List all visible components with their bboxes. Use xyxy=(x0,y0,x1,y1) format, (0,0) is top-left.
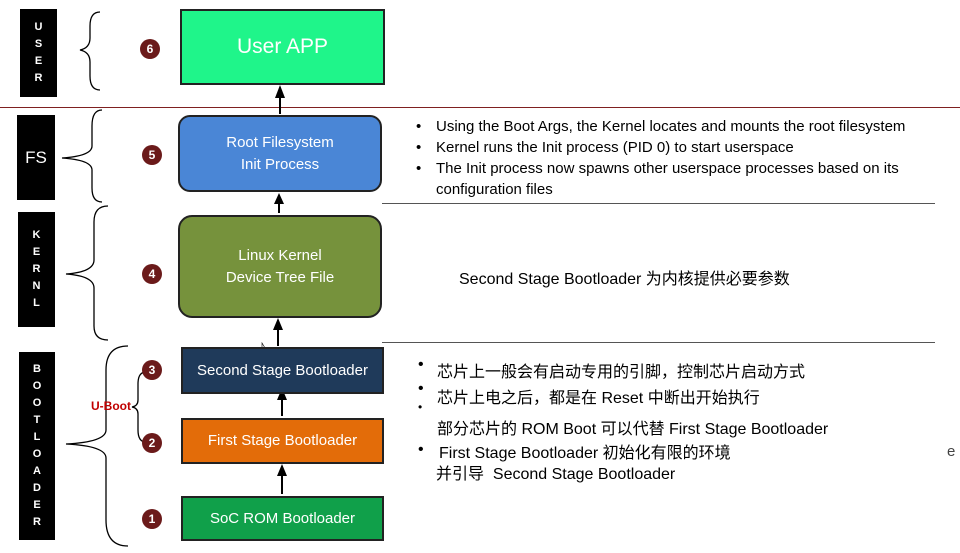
brace-kernel xyxy=(65,205,109,341)
arrowhead-kernel-rootfs xyxy=(274,193,284,204)
stage-number-badge-1: 1 xyxy=(142,509,162,529)
stage-number-badge-3: 3 xyxy=(142,360,162,380)
layer-label-user: U S E R xyxy=(20,9,57,97)
first-stage-bootloader-box: First Stage Bootloader xyxy=(181,418,384,464)
rootfs-box: Root Filesystem Init Process xyxy=(178,115,382,192)
arrowhead-first-second xyxy=(277,388,287,400)
boot-note-bullet-3: • xyxy=(418,400,423,414)
brace-bootloader xyxy=(65,345,129,547)
stage-number-badge-2: 2 xyxy=(142,433,162,453)
fs-note-2: Kernel runs the Init process (PID 0) to … xyxy=(413,137,958,158)
fs-note-1: Using the Boot Args, the Kernel locates … xyxy=(413,116,958,137)
boot-note-bullet-2: • xyxy=(418,380,424,397)
brace-fs xyxy=(61,109,103,203)
boot-note-bullet-4: • xyxy=(418,441,424,458)
uboot-label: U-Boot xyxy=(91,399,131,413)
kernel-box: Linux Kernel Device Tree File xyxy=(178,215,382,318)
boot-note-2: 芯片上电之后，都是在 Reset 中断出开始执行 xyxy=(437,390,760,407)
edge-text-fragment: e xyxy=(947,443,956,460)
fs-notes: Using the Boot Args, the Kernel locates … xyxy=(413,116,958,200)
boot-note-bullet-1: • xyxy=(418,356,424,373)
separator-kernel-boot xyxy=(382,342,935,343)
arrowhead-rom-first xyxy=(277,464,287,476)
stage-number-badge-4: 4 xyxy=(142,264,162,284)
fs-note-3-continued: configuration files xyxy=(436,181,553,198)
separator-user-fs xyxy=(0,107,960,108)
user-app-box: User APP xyxy=(180,9,385,85)
layer-label-fs: FS xyxy=(17,115,55,200)
layer-label-kernel: K E R N L xyxy=(18,212,55,327)
boot-note-1: 芯片上一般会有启动专用的引脚，控制芯片启动方式 xyxy=(437,364,806,381)
layer-label-bootloader: B O O T L O A D E R xyxy=(19,352,55,540)
brace-user xyxy=(79,11,101,91)
fs-note-3: The Init process now spawns other usersp… xyxy=(413,158,958,179)
second-stage-bootloader-box: Second Stage Bootloader xyxy=(181,347,384,394)
stage-number-badge-5: 5 xyxy=(142,145,162,165)
boot-note-4: First Stage Bootloader 初始化有限的环境 xyxy=(439,445,731,462)
arrowhead-second-kernel xyxy=(273,318,283,330)
arrowhead-rootfs-app xyxy=(275,85,285,98)
stage-number-badge-6: 6 xyxy=(140,39,160,59)
separator-fs-kernel xyxy=(382,203,935,204)
kernel-note: Second Stage Bootloader 为内核提供必要参数 xyxy=(459,271,790,288)
soc-rom-bootloader-box: SoC ROM Bootloader xyxy=(181,496,384,541)
boot-note-4-continued: 并引导 Second Stage Bootloader xyxy=(436,466,676,483)
boot-note-3: 部分芯片的 ROM Boot 可以代替 First Stage Bootload… xyxy=(437,421,829,438)
brace-uboot xyxy=(131,371,147,443)
